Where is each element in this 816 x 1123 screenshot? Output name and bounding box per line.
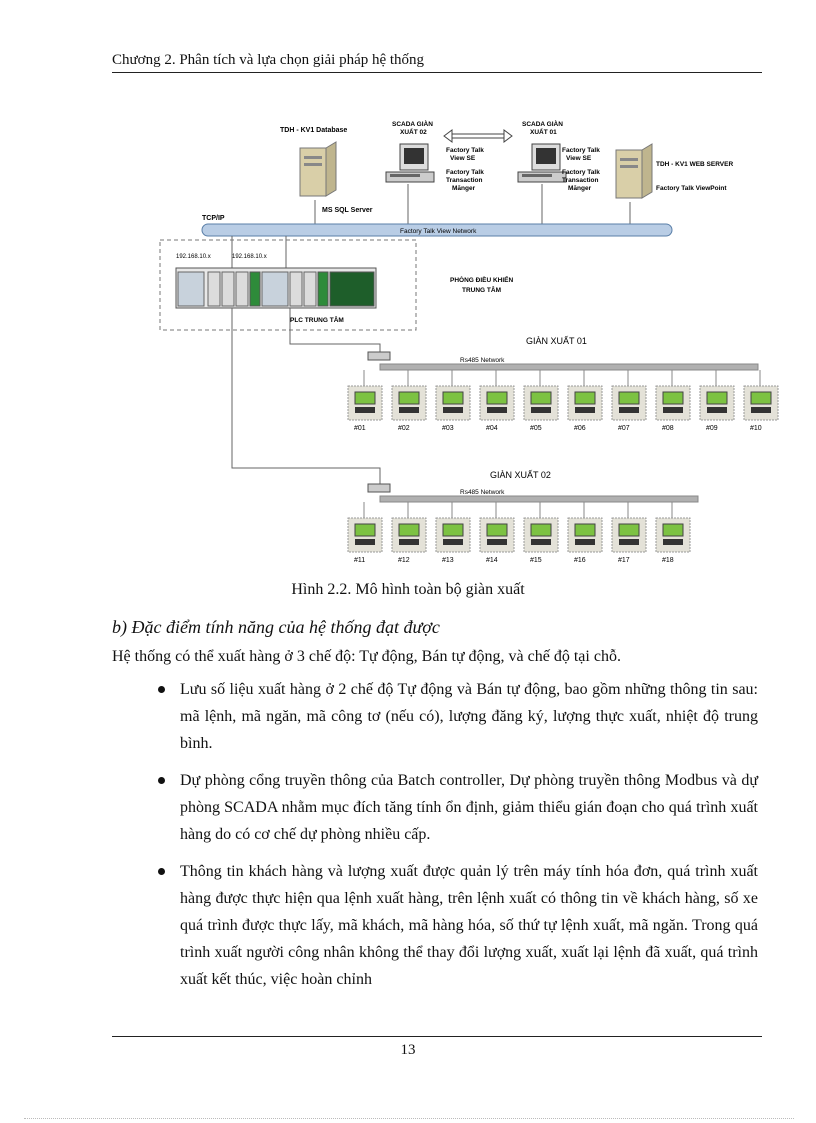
feature-list: Lưu số liệu xuất hàng ở 2 chế độ Tự động… — [158, 676, 758, 1003]
batch-controller-icon — [523, 370, 559, 421]
batch-controller-icon — [567, 370, 603, 421]
batch-controller-icon — [479, 370, 515, 421]
device-label: #12 — [398, 557, 410, 564]
scada-01-sw3: Factory Talk — [562, 169, 600, 176]
list-item-text: Dự phòng cổng truyền thông của Batch con… — [180, 772, 758, 843]
gantry-02-devices: #11 #12 #13 #14 #15 #16 #17 #18 — [347, 502, 691, 564]
sync-arrow-icon — [443, 129, 513, 143]
control-room-label-1: PHÒNG ĐIỀU KHIỂN — [450, 274, 514, 284]
gantry-01-bus — [379, 363, 759, 371]
footer-divider — [112, 1036, 762, 1037]
device-label: #15 — [530, 557, 542, 564]
batch-controller-icon — [699, 370, 735, 421]
device-label: #05 — [530, 425, 542, 432]
batch-controller-icon — [655, 370, 691, 421]
scada-02-workstation-icon — [385, 143, 435, 183]
device-label: #09 — [706, 425, 718, 432]
bullet-icon — [158, 868, 165, 875]
scada-01-title: SCADA GIÀN — [522, 119, 563, 128]
batch-controller-icon — [435, 370, 471, 421]
device-label: #07 — [618, 425, 630, 432]
plc-label: PLC TRUNG TÂM — [290, 315, 344, 324]
scada-01-sw2: View SE — [566, 155, 592, 162]
db-label: TDH - KV1 Database — [280, 127, 347, 134]
list-item: Thông tin khách hàng và lượng xuất được … — [158, 858, 758, 993]
scada-02-sw3: Factory Talk — [446, 169, 484, 176]
batch-controller-icon — [347, 502, 383, 553]
list-item: Dự phòng cổng truyền thông của Batch con… — [158, 767, 758, 848]
web-server-icon — [615, 143, 653, 199]
batch-controller-icon — [435, 502, 471, 553]
device-label: #08 — [662, 425, 674, 432]
batch-controller-icon — [479, 502, 515, 553]
device-label: #10 — [750, 425, 762, 432]
scada-02-title: SCADA GIÀN — [392, 119, 433, 128]
batch-controller-icon — [743, 370, 779, 421]
scada-01-title-2: XUẤT 01 — [530, 126, 557, 136]
device-label: #01 — [354, 425, 366, 432]
scada-01-sw4: Transaction — [562, 177, 599, 184]
gantry-01-devices: #01 #02 #03 #04 #05 #06 #07 #08 #09 #10 — [347, 370, 779, 432]
scada-02-sw2: View SE — [450, 155, 476, 162]
device-label: #14 — [486, 557, 498, 564]
page-number: 13 — [400, 1042, 416, 1058]
bullet-icon — [158, 777, 165, 784]
scada-02-sw4: Transaction — [446, 177, 483, 184]
intro-paragraph: Hệ thống có thể xuất hàng ở 3 chế độ: Tự… — [112, 648, 621, 665]
figure-caption: Hình 2.2. Mô hình toàn bộ giàn xuất — [291, 581, 525, 598]
scada-02-sw1: Factory Talk — [446, 147, 484, 154]
batch-controller-icon — [347, 370, 383, 421]
sql-label: MS SQL Server — [322, 207, 373, 214]
gantry-01-converter-icon — [367, 351, 391, 361]
network-label: Factory Talk View Network — [400, 228, 477, 235]
system-diagram: TDH - KV1 Database MS SQL Server SCADA G… — [150, 108, 800, 578]
device-label: #04 — [486, 425, 498, 432]
device-label: #02 — [398, 425, 410, 432]
batch-controller-icon — [611, 502, 647, 553]
system-diagram-svg: TDH - KV1 Database MS SQL Server SCADA G… — [159, 119, 779, 564]
list-item: Lưu số liệu xuất hàng ở 2 chế độ Tự động… — [158, 676, 758, 757]
list-item-text: Thông tin khách hàng và lượng xuất được … — [180, 863, 758, 988]
batch-controller-icon — [391, 370, 427, 421]
viewpoint-label: Factory Talk ViewPoint — [656, 185, 727, 192]
control-room-box — [159, 239, 417, 331]
gantry-01-network-label: Rs485 Network — [460, 357, 505, 364]
database-server-icon — [299, 141, 337, 197]
page-bottom-border — [24, 1118, 794, 1119]
web-server-label: TDH - KV1 WEB SERVER — [656, 161, 733, 168]
tcpip-label: TCP/IP — [202, 215, 225, 222]
gantry-02-bus — [379, 495, 699, 503]
batch-controller-icon — [567, 502, 603, 553]
batch-controller-icon — [391, 502, 427, 553]
device-label: #13 — [442, 557, 454, 564]
scada-01-sw5: Mănger — [568, 185, 592, 192]
bullet-icon — [158, 686, 165, 693]
device-label: #11 — [354, 557, 365, 564]
list-item-text: Lưu số liệu xuất hàng ở 2 chế độ Tự động… — [180, 681, 758, 752]
section-title: b) Đặc điểm tính năng của hệ thống đạt đ… — [112, 617, 440, 637]
scada-02-sw5: Mănger — [452, 185, 476, 192]
scada-02-title-2: XUẤT 02 — [400, 126, 427, 136]
header-divider — [112, 72, 762, 73]
device-label: #17 — [618, 557, 630, 564]
device-label: #06 — [574, 425, 586, 432]
gantry-02-title: GIÀN XUẤT 02 — [490, 470, 551, 480]
plc-rack-icon — [175, 267, 377, 309]
scada-01-sw1: Factory Talk — [562, 147, 600, 154]
gantry-01-title: GIÀN XUẤT 01 — [526, 336, 587, 346]
batch-controller-icon — [611, 370, 647, 421]
scada-01-workstation-icon — [517, 143, 567, 183]
ip-label-2: 192.168.10.x — [232, 254, 267, 260]
ip-label-1: 192.168.10.x — [176, 254, 211, 260]
page-header: Chương 2. Phân tích và lựa chọn giải phá… — [112, 52, 425, 68]
control-room-label-2: TRUNG TÂM — [462, 285, 501, 294]
gantry-02-network-label: Rs485 Network — [460, 489, 505, 496]
device-label: #18 — [662, 557, 674, 564]
device-label: #03 — [442, 425, 454, 432]
batch-controller-icon — [655, 502, 691, 553]
network-bar — [201, 223, 673, 237]
device-label: #16 — [574, 557, 586, 564]
gantry-02-converter-icon — [367, 483, 391, 493]
batch-controller-icon — [523, 502, 559, 553]
